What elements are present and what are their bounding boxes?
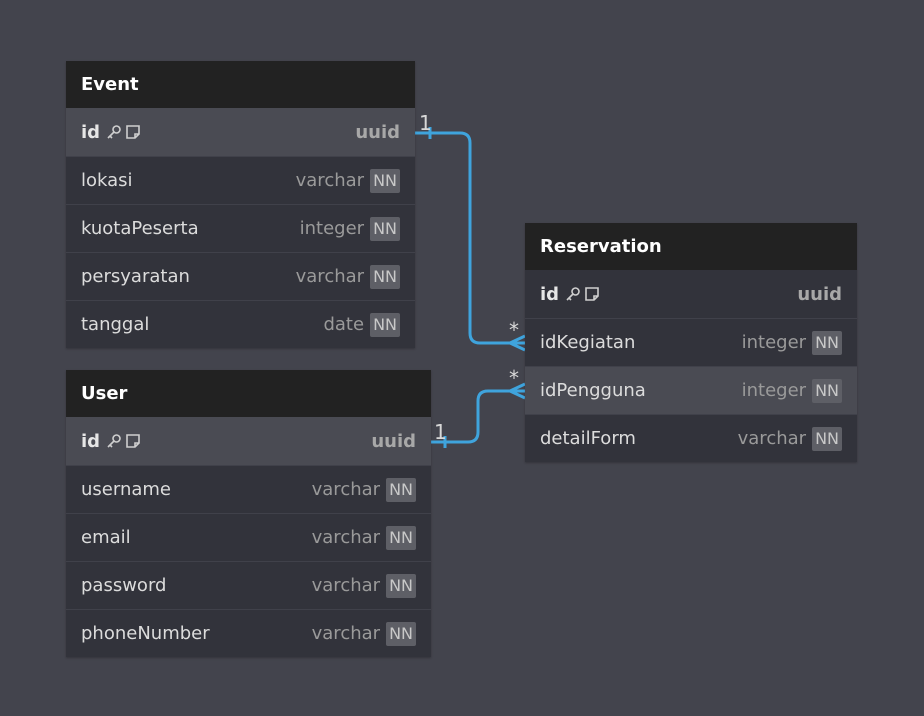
key-icon — [106, 433, 122, 449]
column-type: varchar — [295, 170, 365, 191]
column-name: idPengguna — [540, 380, 646, 401]
column-row-phoneNumber[interactable]: phoneNumber varchar NN — [66, 609, 431, 657]
column-type: varchar — [737, 428, 807, 449]
column-name: kuotaPeserta — [81, 218, 199, 239]
column-row-detailForm[interactable]: detailForm varchar NN — [525, 414, 857, 462]
not-null-badge: NN — [370, 168, 400, 193]
cardinality-label: 1 — [434, 420, 447, 444]
column-row-username[interactable]: username varchar NN — [66, 465, 431, 513]
table-title: Event — [66, 61, 415, 108]
table-reservation[interactable]: Reservation id uuid idKegiatan integer N… — [525, 223, 857, 462]
column-type: uuid — [797, 283, 842, 305]
not-null-badge: NN — [812, 378, 842, 403]
column-row-id[interactable]: id uuid — [525, 270, 857, 318]
column-row-persyaratan[interactable]: persyaratan varchar NN — [66, 252, 415, 300]
table-title: Reservation — [525, 223, 857, 270]
column-name: username — [81, 479, 171, 500]
many-marker — [509, 334, 526, 352]
not-null-badge: NN — [370, 264, 400, 289]
column-row-password[interactable]: password varchar NN — [66, 561, 431, 609]
not-null-badge: NN — [386, 477, 416, 502]
column-type: uuid — [371, 430, 416, 452]
cardinality-label: 1 — [419, 111, 432, 135]
column-name: id — [81, 430, 101, 452]
not-null-badge: NN — [386, 573, 416, 598]
cardinality-label: * — [509, 366, 519, 390]
column-name: id — [81, 121, 101, 143]
column-type: varchar — [311, 575, 381, 596]
column-row-email[interactable]: email varchar NN — [66, 513, 431, 561]
not-null-badge: NN — [386, 621, 416, 646]
column-row-lokasi[interactable]: lokasi varchar NN — [66, 156, 415, 204]
column-row-idKegiatan[interactable]: idKegiatan integer NN — [525, 318, 857, 366]
column-type: varchar — [311, 527, 381, 548]
column-name: idKegiatan — [540, 332, 636, 353]
column-name: password — [81, 575, 167, 596]
not-null-badge: NN — [812, 330, 842, 355]
relation-user-reservation[interactable] — [431, 389, 525, 444]
column-type: varchar — [295, 266, 365, 287]
not-null-badge: NN — [370, 216, 400, 241]
column-name: persyaratan — [81, 266, 190, 287]
not-null-badge: NN — [370, 312, 400, 337]
column-type: uuid — [355, 121, 400, 143]
column-type: varchar — [311, 623, 381, 644]
note-icon — [584, 286, 600, 302]
column-name: detailForm — [540, 428, 636, 449]
column-type: integer — [741, 380, 807, 401]
column-name: phoneNumber — [81, 623, 210, 644]
key-icon — [565, 286, 581, 302]
column-name: tanggal — [81, 314, 150, 335]
not-null-badge: NN — [812, 426, 842, 451]
not-null-badge: NN — [386, 525, 416, 550]
column-type: varchar — [311, 479, 381, 500]
column-row-id[interactable]: id uuid — [66, 417, 431, 465]
column-name: email — [81, 527, 131, 548]
column-type: date — [323, 314, 365, 335]
relation-event-reservation[interactable] — [415, 131, 525, 345]
table-user[interactable]: User id uuid username varchar NN email v… — [66, 370, 431, 657]
column-row-idPengguna[interactable]: idPengguna integer NN — [525, 366, 857, 414]
table-event[interactable]: Event id uuid lokasi varchar NN kuotaPes… — [66, 61, 415, 348]
column-name: id — [540, 283, 560, 305]
column-type: integer — [299, 218, 365, 239]
cardinality-label: * — [509, 318, 519, 342]
key-icon — [106, 124, 122, 140]
table-title: User — [66, 370, 431, 417]
column-row-id[interactable]: id uuid — [66, 108, 415, 156]
column-row-kuotaPeserta[interactable]: kuotaPeserta integer NN — [66, 204, 415, 252]
note-icon — [125, 433, 141, 449]
column-row-tanggal[interactable]: tanggal date NN — [66, 300, 415, 348]
column-type: integer — [741, 332, 807, 353]
column-name: lokasi — [81, 170, 133, 191]
many-marker — [509, 382, 526, 400]
note-icon — [125, 124, 141, 140]
